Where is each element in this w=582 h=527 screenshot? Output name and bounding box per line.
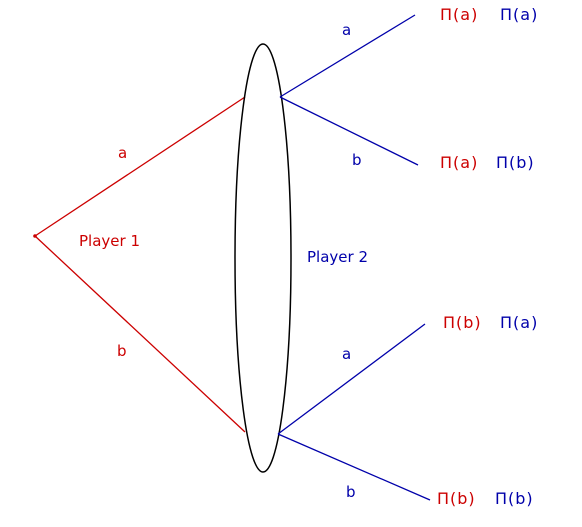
p2-upper-action-label-b: b (352, 151, 362, 169)
p1-action-label-b: b (117, 342, 127, 360)
payoff-aa-player2: Π(a) (500, 5, 538, 24)
p2-upper-action-label-a: a (342, 21, 351, 39)
payoff-ab-player1: Π(a) (440, 153, 478, 172)
p2-upper-edge-b (279, 96, 419, 166)
p2-lower-edge-a (277, 323, 426, 435)
p2-upper-edge-a (279, 14, 416, 98)
payoff-ab-player2: Π(b) (496, 153, 535, 172)
player2-label: Player 2 (307, 248, 368, 266)
payoff-bb-player1: Π(b) (437, 489, 476, 508)
payoff-ba-player1: Π(b) (443, 313, 482, 332)
payoff-bb-player2: Π(b) (495, 489, 534, 508)
p2-lower-edge-b (277, 433, 431, 501)
p2-lower-action-label-b: b (346, 483, 356, 501)
payoff-aa-player1: Π(a) (440, 5, 478, 24)
information-set-ellipse (234, 43, 292, 473)
p1-edge-b (34, 235, 246, 433)
p1-edge-a (34, 96, 246, 237)
p1-action-label-a: a (118, 144, 127, 162)
p1-root-node (33, 234, 37, 238)
p2-lower-action-label-a: a (342, 345, 351, 363)
payoff-ba-player2: Π(a) (500, 313, 538, 332)
player1-label: Player 1 (79, 232, 140, 250)
